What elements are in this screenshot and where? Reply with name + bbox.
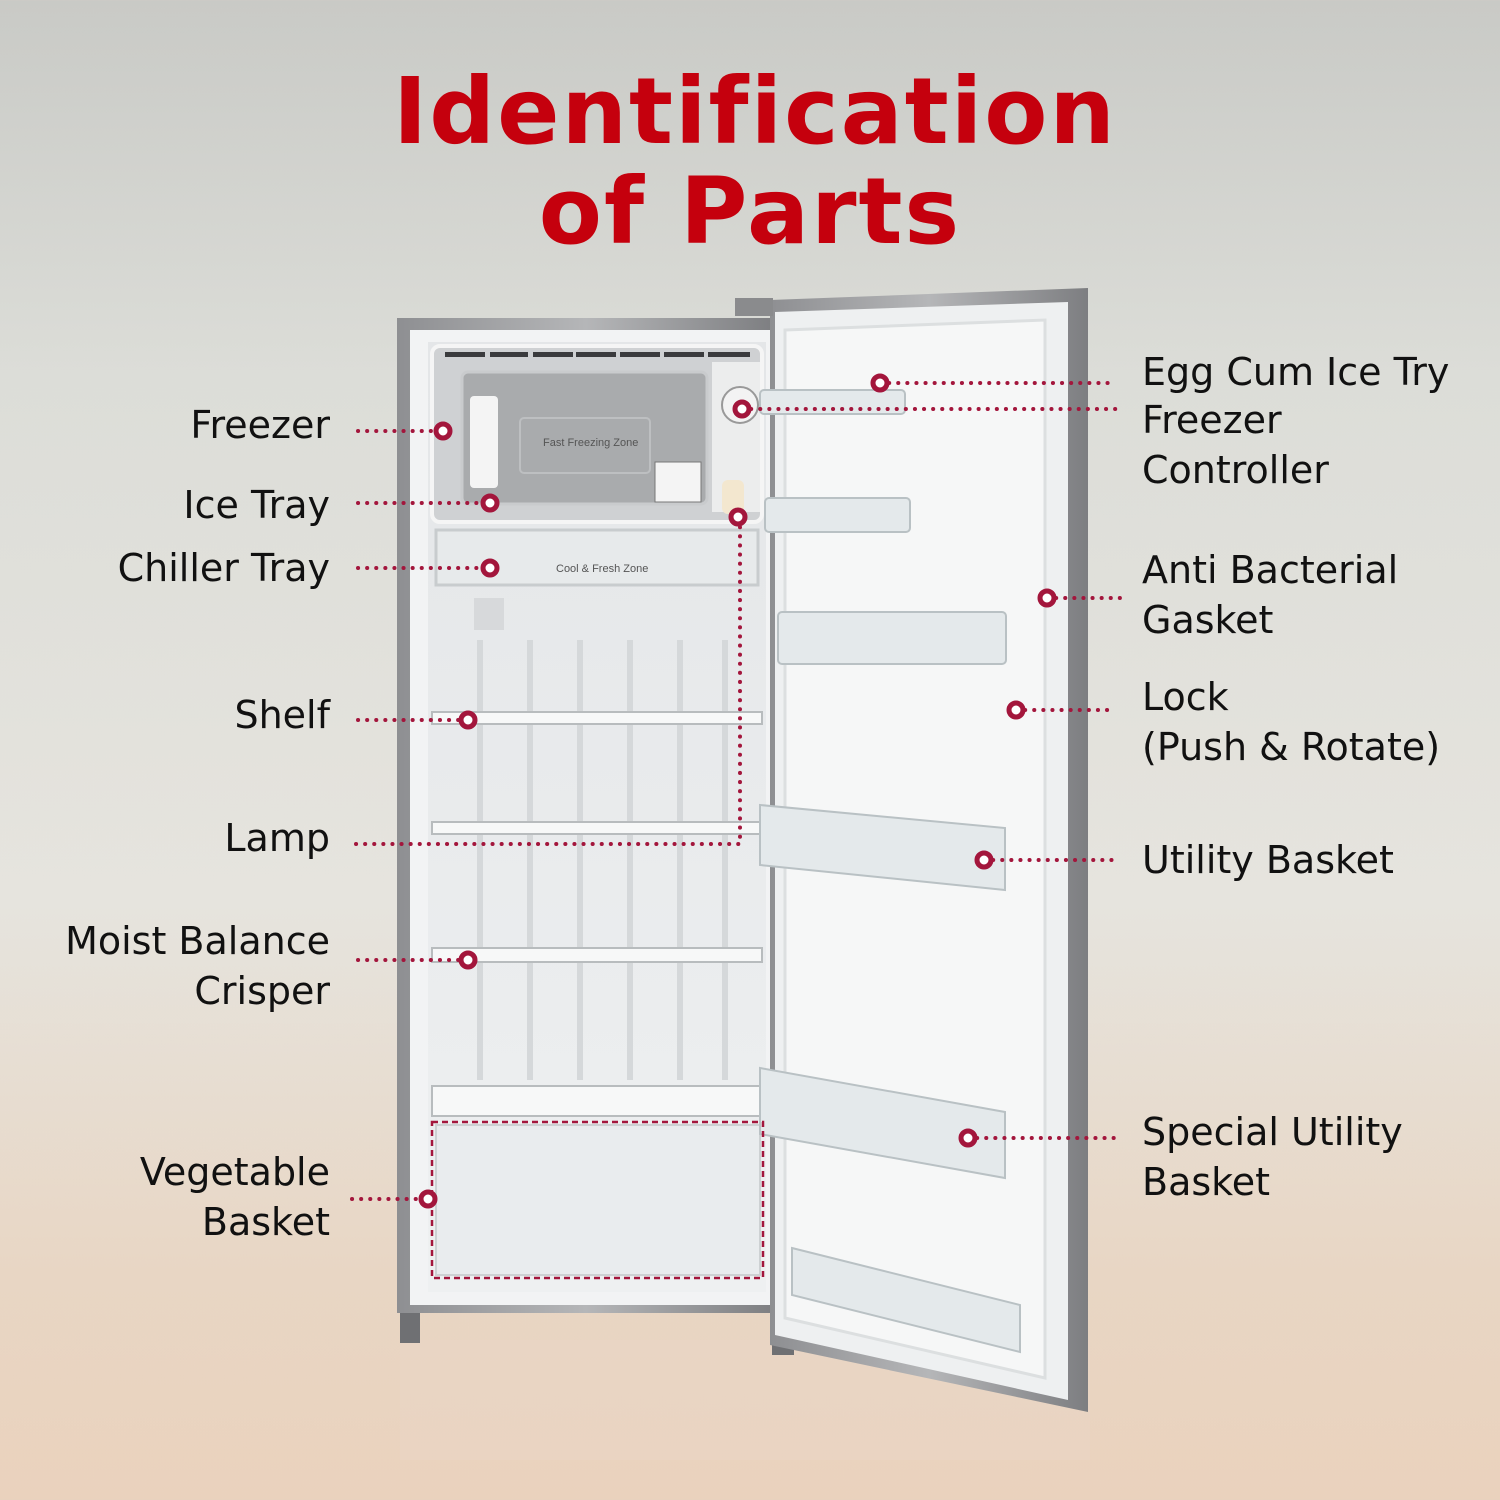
label-text: Lock bbox=[1142, 675, 1229, 719]
leader-lines bbox=[350, 381, 1122, 1201]
label-utility-basket: Utility Basket bbox=[1142, 835, 1394, 885]
label-lamp: Lamp bbox=[224, 813, 330, 863]
label-text: Vegetable bbox=[139, 1150, 330, 1194]
label-egg-cum-ice-tray: Egg Cum Ice Try bbox=[1142, 347, 1449, 397]
fridge-door bbox=[735, 288, 1088, 1412]
label-text: Shelf bbox=[234, 693, 330, 737]
label-text: Basket bbox=[1142, 1160, 1271, 1204]
label-text: Freezer bbox=[190, 403, 330, 447]
label-text: Chiller Tray bbox=[117, 546, 330, 590]
label-shelf: Shelf bbox=[234, 690, 330, 740]
label-text: Lamp bbox=[224, 816, 330, 860]
label-text: Gasket bbox=[1142, 598, 1274, 642]
label-ice-tray: Ice Tray bbox=[183, 480, 330, 530]
freezer-zone-text: Fast Freezing Zone bbox=[543, 437, 638, 449]
label-text: (Push & Rotate) bbox=[1142, 725, 1441, 769]
label-text: Utility Basket bbox=[1142, 838, 1394, 882]
label-text: Moist Balance bbox=[65, 919, 330, 963]
label-text: Crisper bbox=[194, 969, 330, 1013]
label-text: Ice Tray bbox=[183, 483, 330, 527]
title-line-2: of Parts bbox=[538, 158, 962, 265]
label-text: Egg Cum Ice Try bbox=[1142, 350, 1450, 394]
label-text: Special Utility bbox=[1142, 1110, 1403, 1154]
label-chiller-tray: Chiller Tray bbox=[118, 543, 330, 593]
marker-dots bbox=[418, 373, 1057, 1209]
fridge-body: Fast Freezing Zone Cool & Fresh Zone bbox=[397, 318, 794, 1355]
label-text: Basket bbox=[201, 1200, 330, 1244]
label-text: Anti Bacterial bbox=[1142, 548, 1399, 592]
label-text: Controller bbox=[1142, 448, 1329, 492]
chiller-zone-text: Cool & Fresh Zone bbox=[556, 563, 648, 575]
label-lock: Lock (Push & Rotate) bbox=[1142, 672, 1440, 772]
title-line-1: Identification bbox=[393, 58, 1117, 165]
label-freezer: Freezer bbox=[190, 400, 330, 450]
label-text: Freezer bbox=[1142, 398, 1282, 442]
